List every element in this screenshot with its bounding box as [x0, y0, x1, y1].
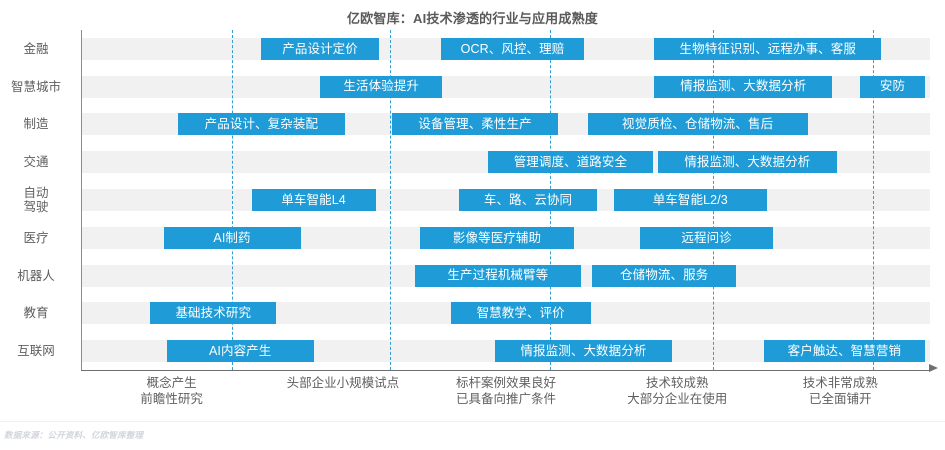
x-axis-stage-3: 标杆案例效果良好已具备向推广条件 — [456, 375, 556, 407]
bar-交通-1[interactable]: 管理调度、道路安全 — [488, 151, 653, 174]
gridline-5 — [872, 30, 874, 370]
y-axis-label-5: 自动驾驶 — [0, 186, 72, 214]
y-axis-label-3: 制造 — [0, 117, 72, 131]
x-axis-arrow-icon — [929, 364, 938, 372]
x-axis-stage-line: 大部分企业在使用 — [627, 392, 728, 406]
x-axis-stage-line: 标杆案例效果良好 — [455, 376, 557, 390]
y-axis-label-line: 机器人 — [17, 268, 55, 283]
x-axis-stage-labels: 概念产生前瞻性研究 头部企业小规模试点 标杆案例效果良好已具备向推广条件 技术较成熟大… — [0, 375, 945, 420]
y-axis-label-9: 互联网 — [0, 344, 72, 358]
x-axis-stage-line: 头部企业小规模试点 — [286, 376, 400, 390]
bar-金融-3[interactable]: 生物特征识别、远程办事、客服 — [654, 37, 882, 60]
chart-plot-area: 金融智慧城市制造交通自动驾驶医疗机器人教育互联网 产品设计定价 OCR、风控、理赔… — [0, 30, 945, 375]
x-axis-stage-line: 技术较成熟 — [645, 376, 709, 390]
x-axis-stage-line: 概念产生 — [146, 376, 197, 390]
x-axis-stage-5: 技术非常成熟已全面铺开 — [803, 375, 878, 407]
bar-金融-1[interactable]: 产品设计定价 — [261, 37, 379, 60]
bar-医疗-1[interactable]: AI制药 — [163, 226, 301, 249]
x-axis-stage-2: 头部企业小规模试点 — [287, 375, 400, 391]
bar-互联网-3[interactable]: 客户触达、智慧营销 — [763, 340, 926, 363]
y-axis-label-line: 交通 — [23, 155, 49, 170]
bar-医疗-2[interactable]: 影像等医疗辅助 — [419, 226, 575, 249]
bar-机器人-2[interactable]: 仓储物流、服务 — [592, 264, 736, 287]
bar-智慧城市-3[interactable]: 安防 — [859, 75, 926, 98]
bar-智慧城市-1[interactable]: 生活体验提升 — [320, 75, 443, 98]
x-axis-stage-4: 技术较成熟大部分企业在使用 — [627, 375, 727, 407]
x-axis-stage-line: 前瞻性研究 — [140, 392, 203, 406]
y-axis-label-line: 制造 — [23, 117, 49, 132]
y-axis-label-line: 驾驶 — [23, 200, 49, 214]
y-axis-label-4: 交通 — [0, 155, 72, 169]
y-axis-label-line: 医疗 — [23, 230, 49, 245]
bar-教育-2[interactable]: 智慧教学、评价 — [450, 302, 591, 325]
bar-交通-2[interactable]: 情报监测、大数据分析 — [657, 151, 838, 174]
bar-教育-1[interactable]: 基础技术研究 — [150, 302, 277, 325]
y-axis-line — [81, 30, 82, 371]
y-axis-label-line: 金融 — [23, 41, 49, 56]
y-axis-label-2: 智慧城市 — [0, 80, 72, 94]
bar-制造-3[interactable]: 视觉质检、仓储物流、售后 — [587, 113, 808, 136]
bar-医疗-3[interactable]: 远程问诊 — [639, 226, 774, 249]
page-title: 亿欧智库：AI技术渗透的行业与应用成熟度 — [346, 11, 598, 26]
x-axis-stage-line: 已全面铺开 — [809, 392, 872, 406]
y-axis-labels: 金融智慧城市制造交通自动驾驶医疗机器人教育互联网 — [0, 30, 81, 370]
bar-制造-1[interactable]: 产品设计、复杂装配 — [178, 113, 345, 136]
x-axis-stage-1: 概念产生前瞻性研究 — [140, 375, 203, 407]
bar-机器人-1[interactable]: 生产过程机械臂等 — [414, 264, 581, 287]
y-axis-label-line: 自动 — [23, 186, 49, 200]
y-axis-label-line: 互联网 — [17, 344, 55, 359]
y-axis-label-6: 医疗 — [0, 231, 72, 245]
source-note: 数据来源：公开资料、亿欧智库整理 — [4, 430, 144, 440]
footer-divider — [0, 421, 945, 422]
gridline-2 — [390, 30, 392, 370]
x-axis-stage-line: 已具备向推广条件 — [455, 392, 557, 406]
x-axis-line — [81, 370, 930, 371]
gridline-1 — [232, 30, 234, 370]
y-axis-label-line: 智慧城市 — [10, 79, 61, 94]
y-axis-label-7: 机器人 — [0, 269, 72, 283]
y-axis-label-line: 教育 — [23, 306, 49, 321]
bar-金融-2[interactable]: OCR、风控、理赔 — [440, 37, 585, 60]
bar-互联网-2[interactable]: 情报监测、大数据分析 — [494, 340, 673, 363]
y-axis-label-1: 金融 — [0, 42, 72, 56]
bar-自动驾驶-3[interactable]: 单车智能L2/3 — [613, 189, 767, 211]
bar-自动驾驶-1[interactable]: 单车智能L4 — [251, 189, 376, 211]
bar-智慧城市-2[interactable]: 情报监测、大数据分析 — [654, 75, 833, 98]
bar-制造-2[interactable]: 设备管理、柔性生产 — [391, 113, 559, 136]
y-axis-label-8: 教育 — [0, 306, 72, 320]
bar-自动驾驶-2[interactable]: 车、路、云协同 — [458, 189, 598, 211]
x-axis-stage-line: 技术非常成熟 — [802, 376, 878, 390]
bar-互联网-1[interactable]: AI内容产生 — [166, 340, 314, 363]
